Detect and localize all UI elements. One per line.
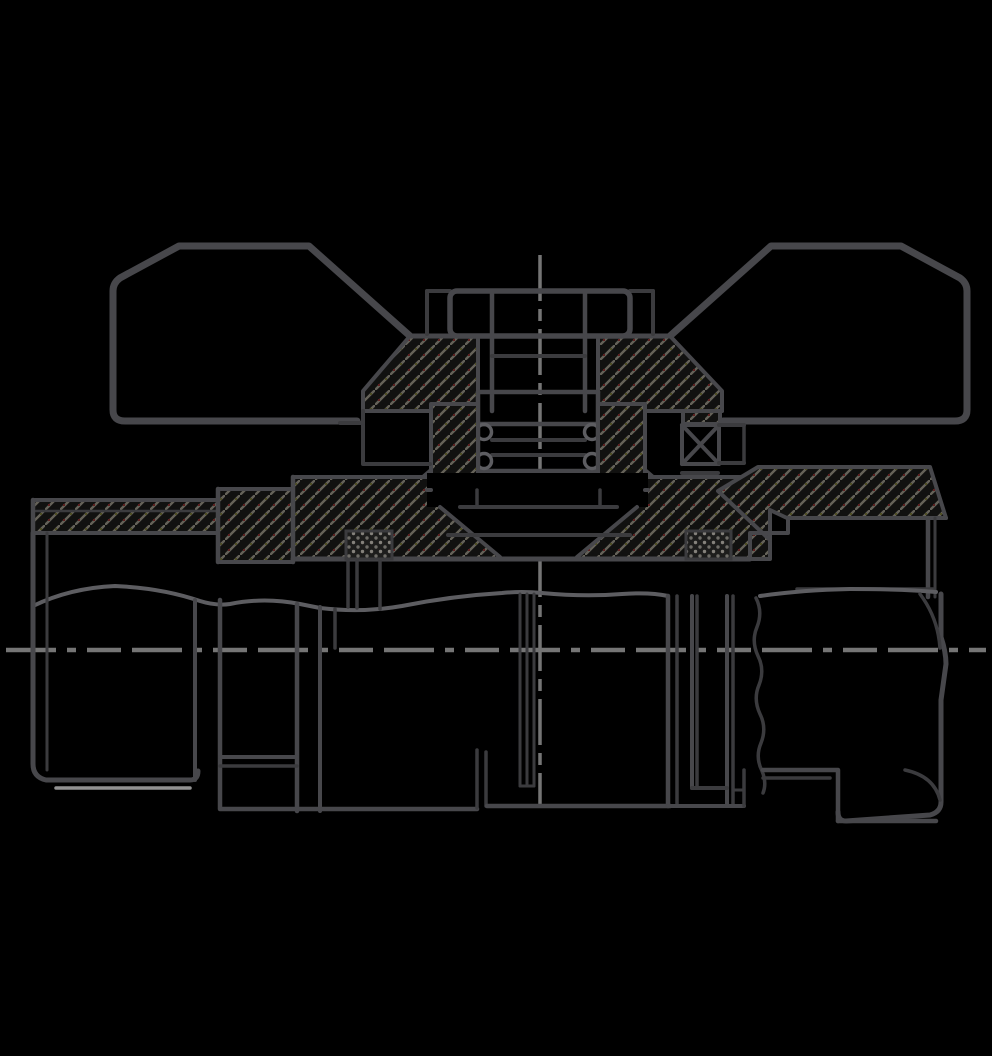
male-thread-end-left: [30, 530, 201, 790]
valve-body: [30, 465, 948, 600]
ball-bore-center: [475, 592, 673, 810]
male-thread-end-left: [31, 498, 220, 535]
female-hex-end-right: [752, 591, 949, 824]
break-line: [31, 584, 938, 613]
stem-o-rings: [474, 422, 602, 471]
seat-ring-right-bore: [665, 593, 746, 809]
stem-hex-nut: [425, 288, 655, 339]
ball-and-bore: [446, 488, 632, 537]
wing-handle-left: [109, 242, 414, 425]
wing-handle-right: [666, 242, 971, 425]
valve-body-left-cap: [217, 558, 480, 814]
handle-hub: [361, 333, 724, 426]
seat-ring-left: [344, 529, 394, 561]
packing-seal-box: [680, 423, 746, 475]
seat-ring-right: [684, 529, 733, 561]
